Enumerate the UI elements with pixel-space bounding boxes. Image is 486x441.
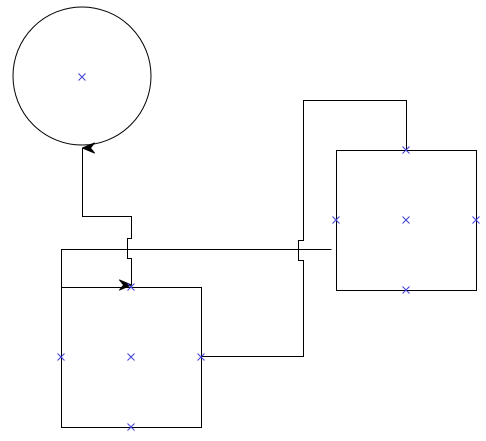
- circle-shape[interactable]: [12, 6, 152, 146]
- cross-icon[interactable]: [332, 216, 340, 224]
- cross-icon[interactable]: [402, 286, 410, 294]
- cross-icon[interactable]: [57, 353, 65, 361]
- cross-icon[interactable]: [402, 216, 410, 224]
- connection-points: [57, 73, 480, 431]
- cross-icon[interactable]: [127, 283, 135, 291]
- connector-rect-left-to-rect-right[interactable]: [201, 100, 407, 357]
- connector-circle-to-rect-left[interactable]: [82, 142, 132, 291]
- cross-icon[interactable]: [472, 216, 480, 224]
- cross-icon[interactable]: [127, 353, 135, 361]
- connector-rect-right-to-rect-left[interactable]: [61, 249, 332, 288]
- cross-icon[interactable]: [402, 146, 410, 154]
- cross-icon[interactable]: [127, 423, 135, 431]
- cross-icon[interactable]: [197, 353, 205, 361]
- cross-icon[interactable]: [78, 73, 86, 81]
